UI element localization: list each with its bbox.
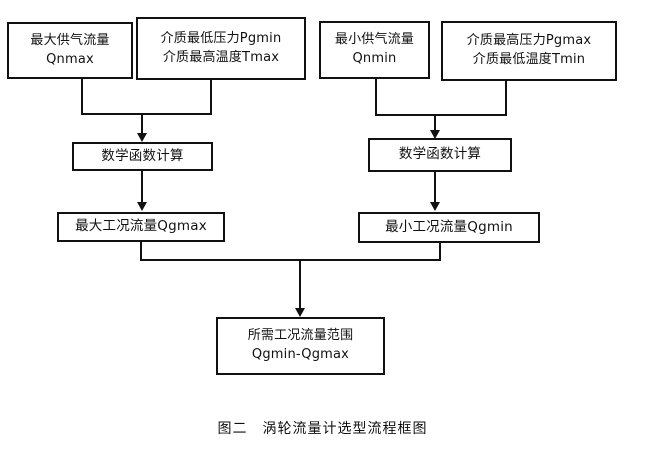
connector-left-merge-bar — [81, 113, 212, 115]
connector-qgmin-drop — [439, 243, 441, 261]
connector-min-supply-flow-drop — [375, 79, 377, 116]
connector-qgmax-drop — [140, 242, 142, 261]
node-max-supply-flow: 最大供气流量 Qnmax — [7, 22, 133, 79]
node-medium-max-pressure-min-temp-line1: 介质最高压力Pgmax — [466, 33, 592, 49]
node-required-flow-range-line2: Qgmin-Qgmax — [251, 347, 350, 362]
node-medium-max-pressure-min-temp: 介质最高压力Pgmax 介质最低温度Tmin — [441, 21, 617, 81]
node-min-supply-flow-line1: 最小供气流量 — [334, 32, 415, 48]
node-min-working-flow-label: 最小工况流量Qgmin — [385, 218, 513, 235]
node-required-flow-range: 所需工况流量范围 Qgmin-Qgmax — [216, 317, 385, 375]
connector-medium-max-pressure-drop — [505, 81, 507, 116]
connector-left-merge-stem — [141, 113, 143, 134]
node-medium-min-pressure-max-temp-line2: 介质最高温度Tmax — [162, 49, 280, 65]
connector-right-merge-bar — [375, 114, 507, 116]
node-math-calc-right: 数学函数计算 — [368, 138, 512, 172]
arrowhead-to-math-calc-right — [430, 130, 440, 139]
arrowhead-to-required-flow-range — [295, 308, 305, 317]
node-math-calc-right-label: 数学函数计算 — [398, 146, 482, 163]
node-required-flow-range-line1: 所需工况流量范围 — [247, 328, 354, 344]
node-math-calc-left-label: 数学函数计算 — [101, 147, 184, 164]
arrowhead-to-min-working-flow — [430, 202, 440, 211]
connector-math-calc-left-to-qgmax — [141, 171, 143, 203]
node-medium-min-pressure-max-temp: 介质最低压力Pgmin 介质最高温度Tmax — [136, 17, 306, 80]
node-max-working-flow-label: 最大工况流量Qgmax — [75, 218, 207, 235]
connector-medium-min-pressure-drop — [210, 80, 212, 115]
arrowhead-to-math-calc-left — [137, 133, 147, 142]
node-max-supply-flow-line1: 最大供气流量 — [30, 32, 110, 48]
connector-max-supply-flow-drop — [81, 79, 83, 115]
arrowhead-to-max-working-flow — [137, 202, 147, 211]
node-min-working-flow: 最小工况流量Qgmin — [358, 212, 540, 243]
node-max-supply-flow-line2: Qnmax — [46, 51, 94, 67]
connector-bottom-merge-stem — [299, 259, 301, 309]
node-max-working-flow: 最大工况流量Qgmax — [57, 212, 225, 242]
connector-math-calc-right-to-qgmin — [434, 172, 436, 203]
connector-right-merge-stem — [434, 114, 436, 131]
node-medium-min-pressure-max-temp-line1: 介质最低压力Pgmin — [160, 30, 282, 46]
node-min-supply-flow: 最小供气流量 Qnmin — [319, 21, 430, 79]
node-min-supply-flow-line2: Qnmin — [352, 51, 397, 66]
figure-caption: 图二 涡轮流量计选型流程框图 — [217, 421, 428, 437]
connector-bottom-merge-bar — [140, 259, 441, 261]
node-medium-max-pressure-min-temp-line2: 介质最低温度Tmin — [472, 52, 586, 67]
node-math-calc-left: 数学函数计算 — [72, 142, 213, 171]
